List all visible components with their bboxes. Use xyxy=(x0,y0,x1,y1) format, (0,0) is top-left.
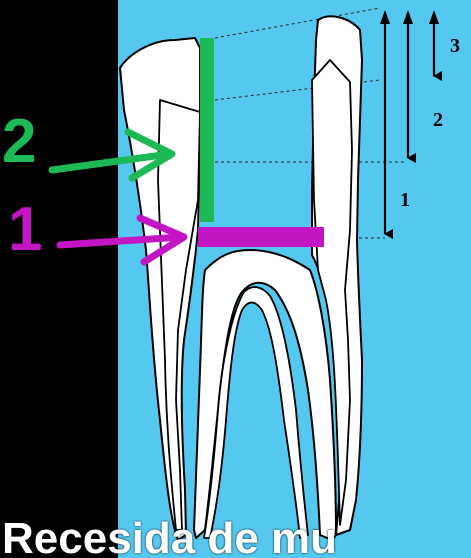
green-bar xyxy=(200,38,214,222)
caption-text: Recesida de mu xyxy=(0,520,471,558)
marker-1-label: 1 xyxy=(8,195,42,264)
marker-2-label: 2 xyxy=(2,107,36,176)
level-1-label: 1 xyxy=(400,189,410,211)
level-2-label: 2 xyxy=(433,109,443,131)
magenta-bar xyxy=(198,227,324,247)
level-3-label: 3 xyxy=(450,35,460,57)
